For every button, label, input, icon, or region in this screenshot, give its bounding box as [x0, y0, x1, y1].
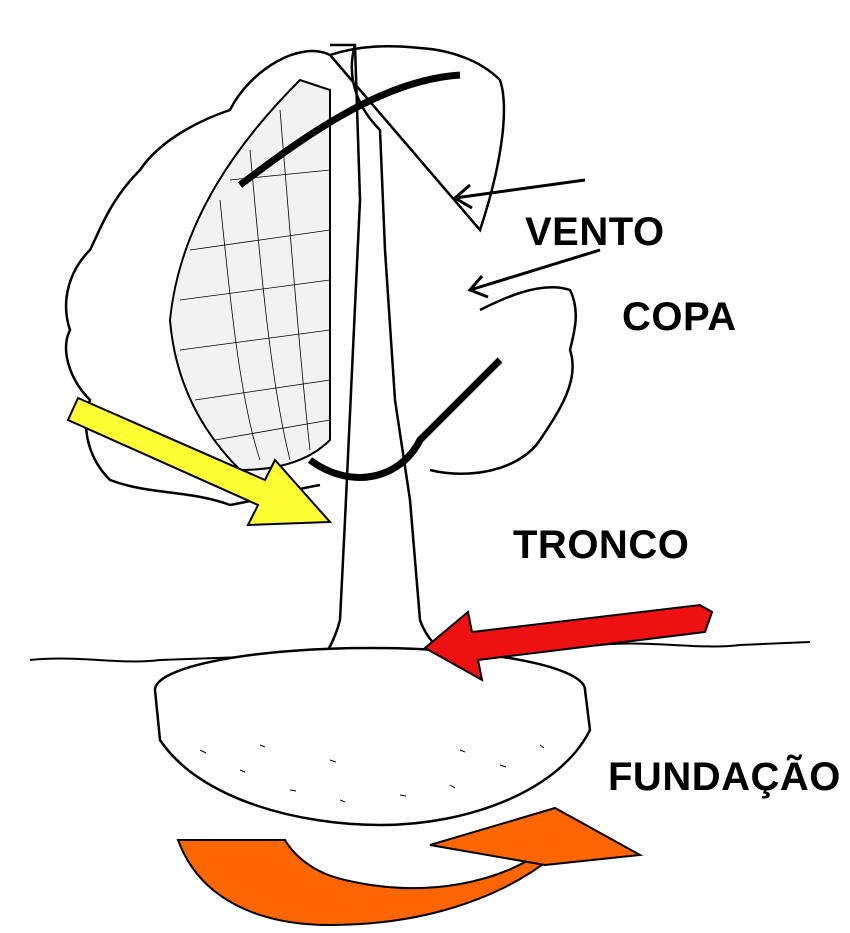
red-force-arrow — [425, 605, 712, 680]
label-crown: COPA — [622, 295, 737, 340]
label-foundation: FUNDAÇÃO — [608, 755, 841, 800]
label-wind: VENTO — [525, 210, 665, 255]
label-trunk: TRONCO — [513, 523, 689, 568]
foundation-body — [155, 690, 590, 825]
